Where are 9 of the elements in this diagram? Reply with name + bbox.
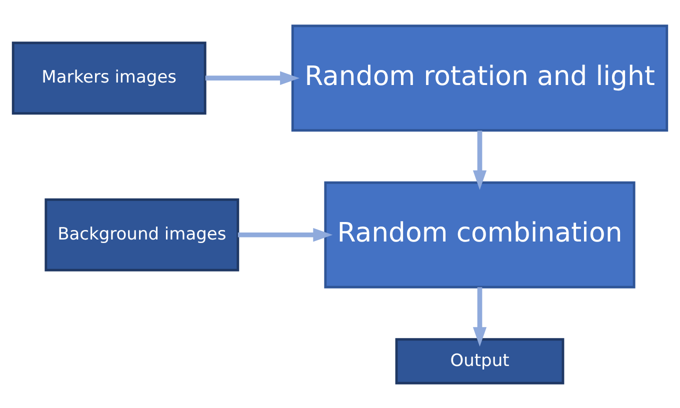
arrow (472, 130, 487, 190)
node-box: Random combination (324, 180, 636, 288)
node-box: Markers images (12, 41, 206, 114)
arrow (472, 286, 487, 346)
arrow (238, 228, 333, 242)
node-box: Random rotation and light (291, 24, 668, 132)
node-box: Background images (44, 198, 240, 271)
arrow (205, 70, 300, 84)
node-box: Output (395, 338, 564, 384)
